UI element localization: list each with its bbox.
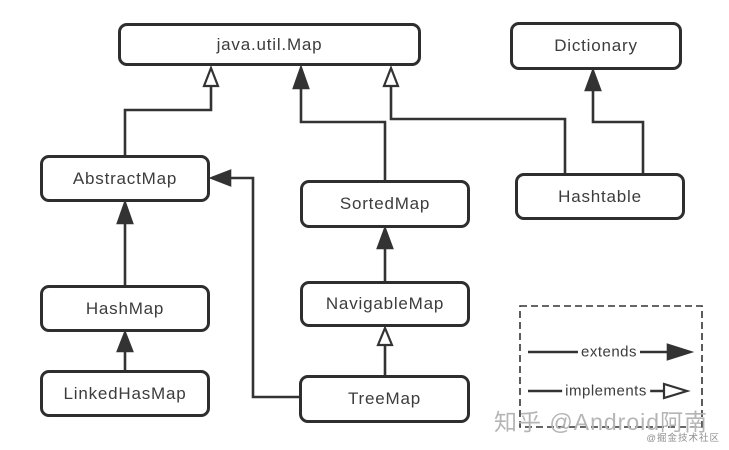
node-label: NavigableMap (325, 294, 445, 313)
solid-arrowhead-icon (666, 343, 695, 361)
node-tree-map: TreeMap (299, 375, 470, 423)
edge-linkedhasmap-extends-hashmap (116, 329, 134, 371)
hollow-arrowhead-icon (382, 64, 400, 88)
node-label: LinkedHasMap (63, 383, 187, 403)
node-hash-map: HashMap (40, 285, 210, 332)
node-abstract-map: AbstractMap (40, 155, 210, 202)
hollow-arrowhead-icon (662, 382, 691, 400)
node-label: Dictionary (554, 36, 638, 55)
hollow-arrowhead-icon (202, 64, 220, 88)
node-label: TreeMap (348, 389, 421, 408)
node-linked-has-map: LinkedHasMap (40, 370, 210, 417)
legend-extends-label: extends (577, 343, 641, 361)
solid-arrowhead-icon (376, 225, 394, 250)
edge-hashmap-extends-abstractmap (116, 199, 134, 286)
legend-implements-label: implements (562, 382, 650, 400)
node-hashtable: Hashtable (515, 173, 685, 220)
edge-hashtable-implements-map (382, 64, 567, 174)
node-label: java.util.Map (216, 34, 323, 54)
solid-arrowhead-icon (116, 329, 134, 353)
solid-arrowhead-icon (584, 67, 602, 92)
solid-arrowhead-icon (116, 199, 134, 225)
edge-abstractmap-implements-map (123, 64, 220, 156)
edge-line (230, 176, 300, 399)
node-navigable-map: NavigableMap (300, 281, 470, 327)
edge-navigablemap-extends-sortedmap (376, 225, 394, 282)
node-label: Hashtable (558, 186, 642, 206)
legend-border (519, 305, 703, 428)
edge-line (299, 88, 387, 181)
edge-hashtable-extends-dictionary (584, 67, 645, 174)
edge-line (389, 85, 567, 174)
node-dictionary: Dictionary (510, 22, 682, 70)
solid-arrowhead-icon (292, 64, 310, 90)
watermark-zhihu: 知乎 @Android阿南 (494, 409, 709, 435)
node-label: AbstractMap (72, 168, 178, 188)
node-label: SortedMap (339, 194, 431, 213)
node-java-util-map: java.util.Map (118, 23, 421, 66)
edge-treemap-implements-navigablemap (376, 325, 394, 376)
watermark-juejin: @掘金技术社区 (646, 433, 720, 444)
edge-line (591, 90, 645, 174)
node-sorted-map: SortedMap (300, 180, 470, 228)
hollow-arrowhead-icon (376, 325, 394, 347)
edge-sortedmap-extends-map (292, 64, 387, 181)
solid-arrowhead-icon (208, 169, 232, 187)
edge-line (123, 85, 213, 156)
node-label: HashMap (85, 298, 165, 318)
edge-treemap-extends-abstractmap (208, 169, 300, 399)
